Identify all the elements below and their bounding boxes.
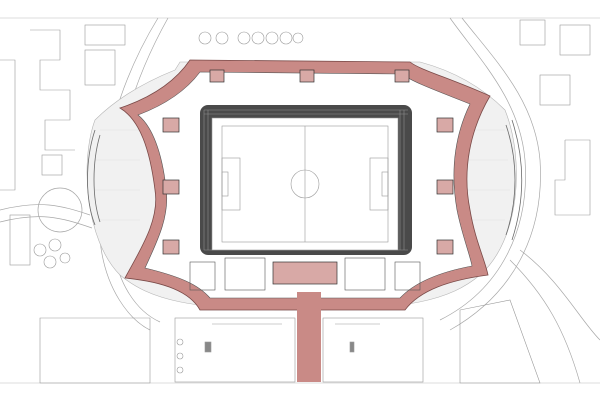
seating-rows — [203, 109, 408, 251]
entrance-walkway — [297, 292, 321, 382]
south-plaza — [174, 317, 424, 383]
stair-cores — [162, 69, 454, 255]
south-concourse — [189, 257, 421, 291]
main-entrance-hall — [272, 261, 338, 285]
trees — [33, 31, 304, 269]
surrounding-buildings — [0, 19, 591, 266]
pitch — [211, 117, 399, 251]
bottom-left-block — [39, 299, 541, 384]
plaza-benches — [87, 119, 523, 241]
